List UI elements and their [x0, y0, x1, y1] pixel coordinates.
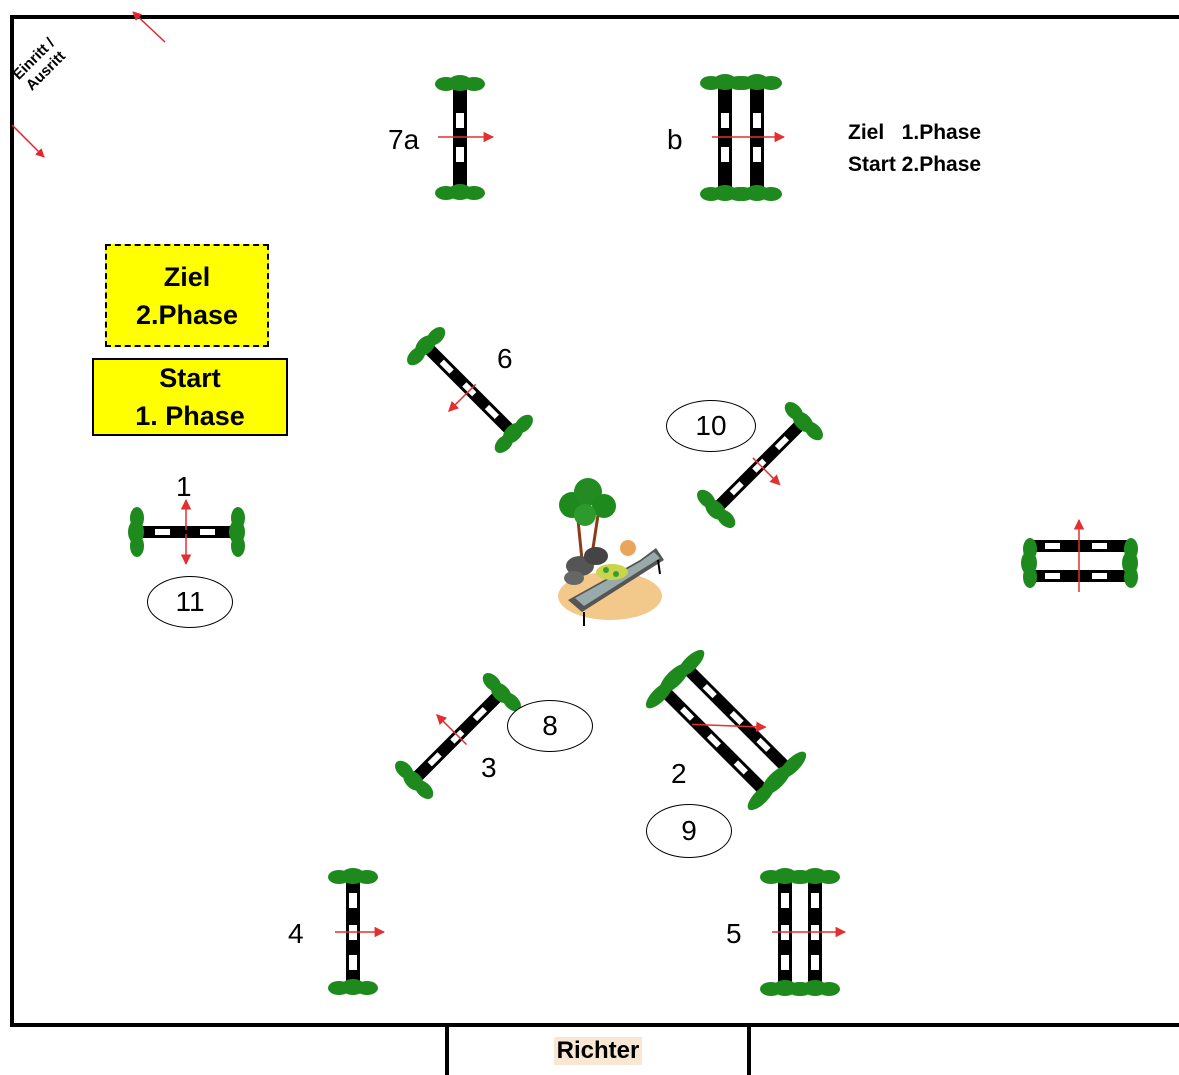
phase-note: Ziel 1.Phase Start 2.Phase	[848, 117, 981, 181]
bush-icon	[328, 868, 378, 884]
bush-icon	[229, 507, 245, 557]
obstacle-label-3: 3	[481, 752, 497, 783]
finish-phase2-box: Ziel 2.Phase	[105, 244, 269, 347]
obstacle-label-7a: 7a	[388, 124, 420, 155]
bush-icon	[790, 980, 840, 996]
obstacle-3	[390, 669, 525, 804]
obstacle-1	[128, 498, 245, 566]
red-arrow-icon	[11, 124, 45, 158]
bush-icon	[732, 74, 782, 90]
oval-label-9: 9	[646, 804, 732, 858]
obstacle-label-1: 1	[176, 471, 192, 502]
bush-icon	[328, 979, 378, 995]
judge-label: Richter	[553, 1037, 643, 1065]
bush-icon	[128, 507, 144, 557]
obstacle-4	[328, 868, 386, 995]
obstacle-5	[760, 868, 847, 996]
bush-icon	[435, 75, 485, 91]
start-box-line2: 1. Phase	[135, 401, 245, 431]
rock-icon	[564, 547, 608, 585]
judge-booth: Richter	[445, 1027, 751, 1075]
bush-icon	[1122, 538, 1138, 588]
obstacle-label-6: 6	[497, 343, 513, 374]
phase-note-line1: Ziel 1.Phase	[848, 121, 982, 144]
red-arrow-icon	[752, 457, 781, 486]
center-decoration	[558, 478, 664, 626]
start-box-line1: Start	[159, 363, 221, 393]
arena-border	[10, 15, 1179, 1027]
obstacle-10	[692, 398, 827, 533]
bush-icon	[732, 185, 782, 201]
obstacle-right-double	[1021, 518, 1138, 592]
start-phase1-box: Start 1. Phase	[92, 358, 288, 436]
tree-icon	[559, 478, 616, 561]
obstacle-b	[700, 74, 786, 201]
red-arrow-icon	[436, 714, 468, 746]
red-arrow-icon	[448, 383, 477, 412]
phase-note-line2: Start 2.Phase	[848, 153, 982, 176]
obstacle-label-2: 2	[671, 758, 687, 789]
red-arrow-icon	[132, 11, 166, 43]
obstacle-label-5: 5	[726, 918, 742, 949]
obstacle-label-4: 4	[288, 918, 304, 949]
red-arrow-icon	[692, 721, 767, 733]
bush-icon	[435, 184, 485, 200]
obstacle-6	[402, 322, 537, 457]
oval-label-10: 10	[666, 400, 756, 452]
obstacle-label-b: b	[667, 124, 683, 155]
obstacle-2	[640, 644, 811, 815]
deckchair-icon	[568, 540, 664, 626]
bush-icon	[1021, 538, 1037, 588]
obstacle-7a	[435, 75, 495, 200]
finish-box-line2: 2.Phase	[135, 299, 239, 330]
oval-label-8: 8	[507, 700, 593, 752]
oval-label-11: 11	[147, 576, 233, 628]
bush-icon	[790, 868, 840, 884]
finish-box-line1: Ziel	[163, 261, 211, 292]
